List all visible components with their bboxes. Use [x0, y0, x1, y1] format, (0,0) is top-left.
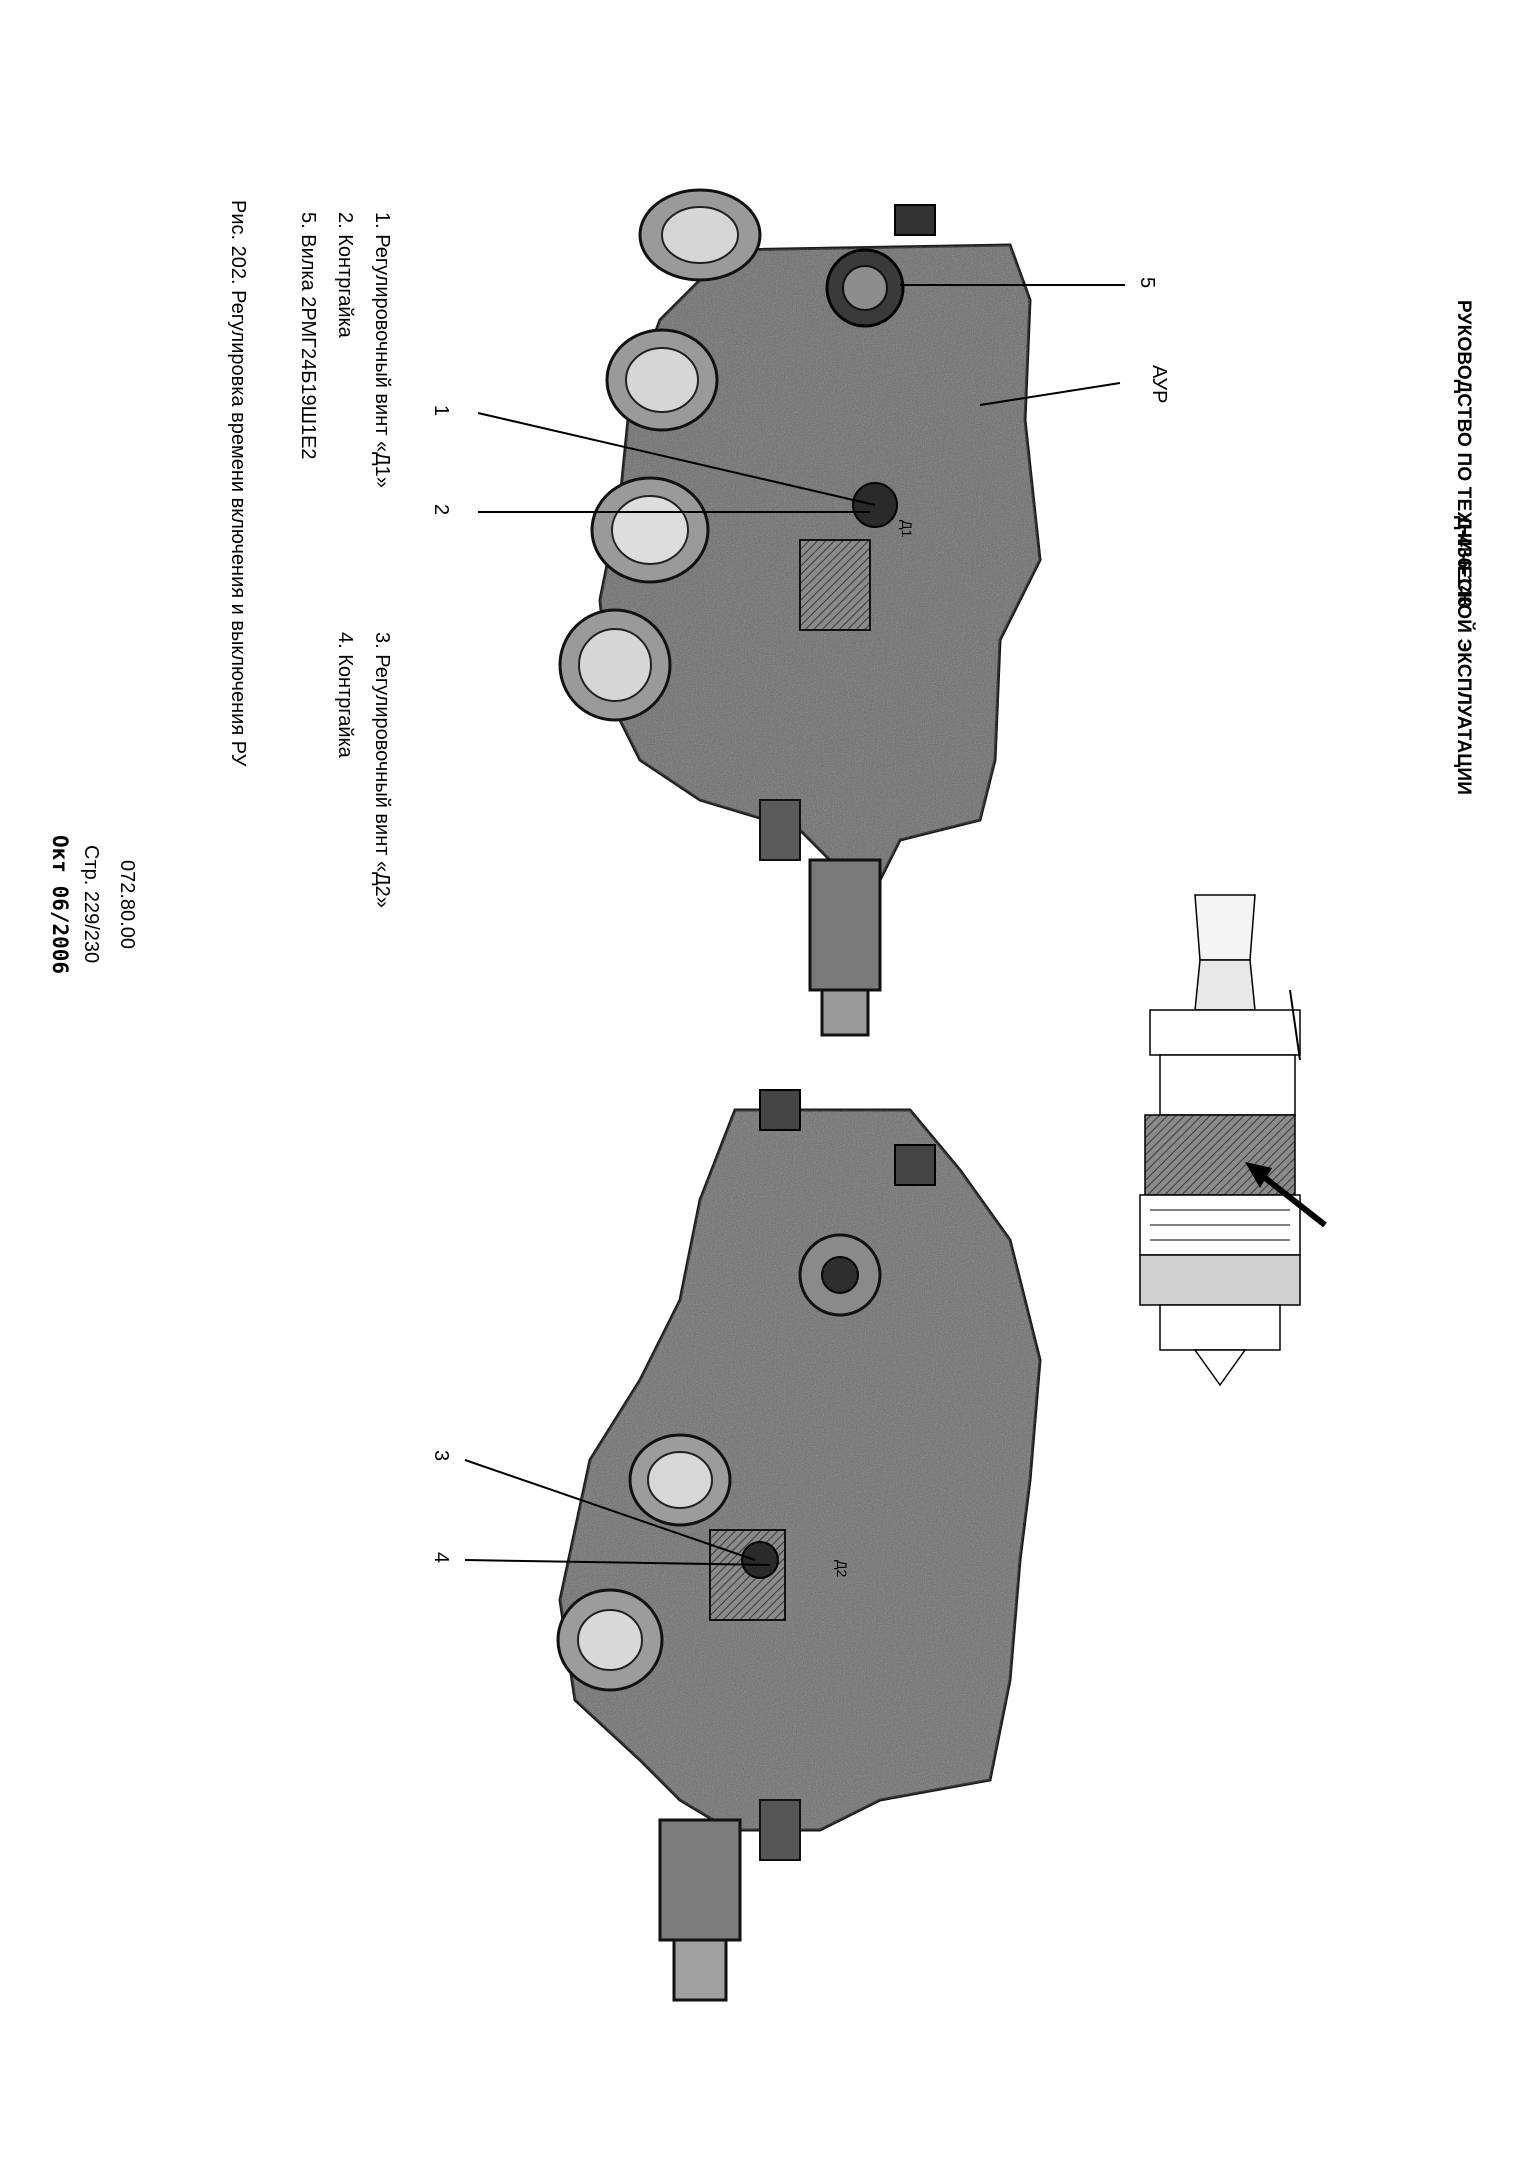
callout-aur: АУР: [1148, 365, 1170, 404]
callout-4: 4: [430, 1552, 452, 1564]
figure-caption: Рис. 202. Регулировка времени включения …: [227, 200, 249, 767]
leader-line-3: [464, 1459, 756, 1561]
mark-d2: Д2: [834, 1560, 850, 1578]
legend-item-5: 5. Вилка 2РМГ24Б19Ш1Е2: [297, 212, 319, 460]
legend-item-1: 1. Регулировочный винт «Д1»: [371, 212, 393, 488]
legend-item-4: 4. Контргайка: [334, 632, 356, 758]
legend-item-2: 2. Контргайка: [334, 212, 356, 338]
leader-line-1: [477, 412, 876, 506]
footer-section: 072.80.00: [116, 860, 138, 949]
callout-5: 5: [1136, 277, 1158, 289]
callout-2: 2: [430, 504, 452, 516]
legend-item-3: 3. Регулировочный винт «Д2»: [371, 632, 393, 908]
callout-3: 3: [430, 1450, 452, 1462]
mark-d1: Д1: [899, 520, 915, 538]
callout-1: 1: [430, 405, 452, 417]
unit-photo-lower: [556, 1089, 1042, 2002]
unit-photo-upper: [558, 188, 1042, 1037]
footer-page: Стр. 229/230: [80, 845, 102, 964]
footer-date: Окт 06/2006: [48, 835, 72, 975]
engine-location-inset: [1139, 894, 1327, 1387]
leader-line-4: [464, 1559, 771, 1566]
leader-line-aur: [979, 382, 1121, 406]
